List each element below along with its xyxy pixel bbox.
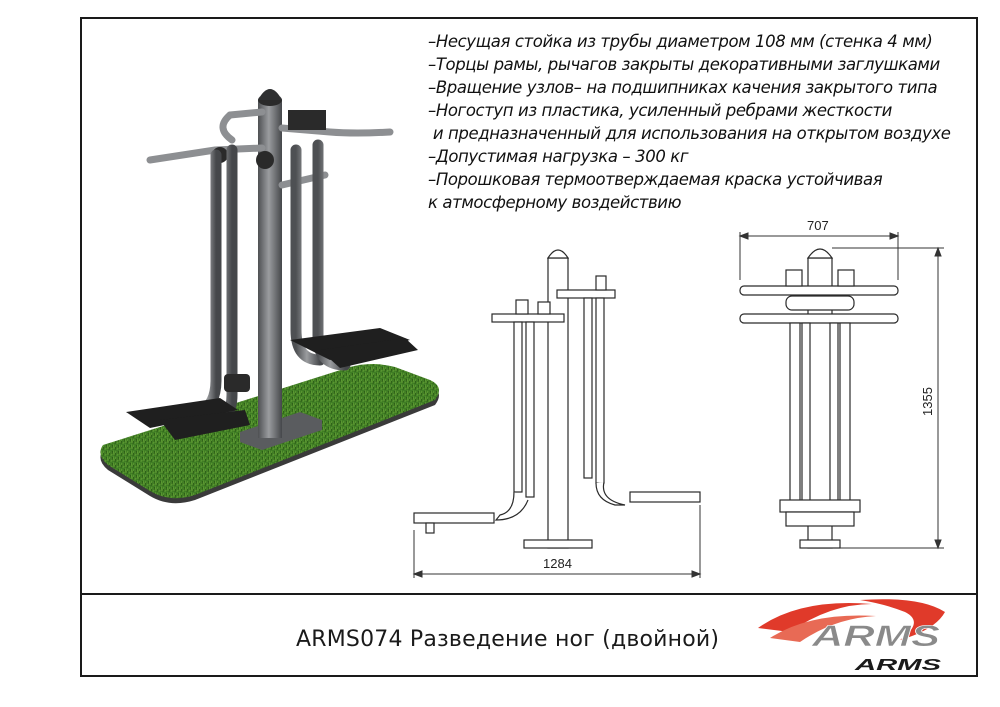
spec-item: –Порошковая термоотверждаемая краска уст… [428, 170, 883, 189]
bearing-icon [224, 374, 250, 392]
product-title: ARMS074 Разведение ног (двойной) [296, 627, 720, 652]
spec-item: к атмосферному воздействию [428, 193, 682, 212]
dimension-front-width: 707 [807, 218, 829, 233]
handle-cap-icon [288, 110, 326, 130]
foot-pedals [126, 328, 418, 440]
spec-item: –Вращение узлов– на подшипниках качения … [428, 78, 938, 97]
logo-swoosh-icon [758, 599, 945, 642]
spec-item: –Допустимая нагрузка – 300 кг [428, 147, 689, 166]
spec-item: –Несущая стойка из трубы диаметром 108 м… [428, 32, 933, 51]
pivot-icon [256, 151, 274, 169]
spec-item: и предназначенный для использования на о… [428, 124, 951, 143]
drawing-frame [80, 17, 978, 677]
dimension-side-length: 1284 [543, 556, 572, 571]
spec-item: –Торцы рамы, рычагов закрыты декоративны… [428, 55, 940, 74]
logo-small-text: ARMS [853, 657, 941, 674]
title-block-divider [80, 593, 978, 595]
spec-list: –Несущая стойка из трубы диаметром 108 м… [428, 30, 968, 214]
spec-item: –Ногоступ из пластика, усиленный ребрами… [428, 101, 892, 120]
logo-large-text: ARMS [811, 620, 940, 653]
